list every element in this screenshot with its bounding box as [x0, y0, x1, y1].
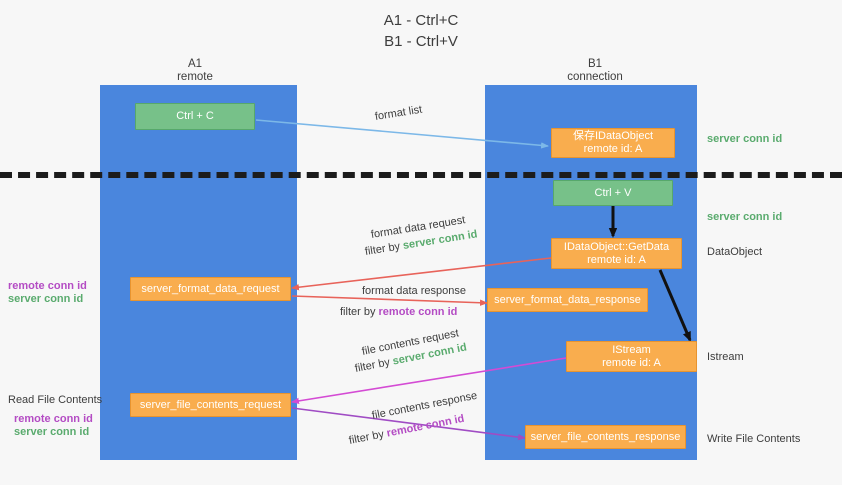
filter-prefix-2: filter by: [340, 306, 379, 318]
node-server-format-data-request[interactable]: server_format_data_request: [130, 277, 291, 301]
column-header-b1: B1 connection: [567, 58, 623, 83]
page-title: A1 - Ctrl+C B1 - Ctrl+V: [383, 12, 459, 50]
node-server-file-contents-response[interactable]: server_file_contents_response: [525, 425, 686, 449]
node-server-format-data-response[interactable]: server_format_data_response: [487, 288, 648, 312]
column-header-a1: A1 remote: [177, 58, 213, 83]
edge-label-format-list: format list: [374, 103, 424, 123]
node-ctrl-c[interactable]: Ctrl + C: [135, 103, 255, 130]
edge-label-format-data-response: format data response: [362, 285, 466, 297]
node-idataobject-getdata[interactable]: IDataObject::GetData remote id: A: [551, 238, 682, 269]
right-label-server-conn-id-2: server conn id: [707, 211, 783, 223]
node-ctrl-v[interactable]: Ctrl + V: [553, 180, 673, 206]
edge-label-format-data-response-filter: filter by remote conn id: [340, 305, 457, 319]
node-istream[interactable]: IStream remote id: A: [566, 341, 697, 372]
node-server-file-contents-request[interactable]: server_file_contents_request: [130, 393, 291, 417]
right-label-write-file-contents: Write File Contents: [707, 433, 801, 445]
right-label-istream: Istream: [707, 351, 744, 363]
filter-prefix-1: filter by: [364, 240, 404, 258]
left-label-read-file-contents: Read File Contents: [8, 394, 103, 406]
filter-prefix-3: filter by: [353, 355, 394, 375]
left-label-server-conn-id-2: server conn id: [14, 426, 90, 438]
left-label-server-conn-id-1: server conn id: [8, 293, 84, 305]
left-label-remote-conn-id-1: remote conn id: [8, 280, 87, 292]
phase-divider: [0, 172, 842, 178]
left-label-remote-conn-id-2: remote conn id: [14, 413, 93, 425]
filter-prefix-4: filter by: [347, 427, 388, 447]
edge-label-file-contents-response-filter: filter by remote conn id: [348, 412, 466, 448]
right-label-dataobject: DataObject: [707, 246, 763, 258]
node-save-idataobject[interactable]: 保存IDataObject remote id: A: [551, 128, 675, 158]
filter-value-remote-conn-id-1: remote conn id: [378, 306, 458, 318]
right-label-server-conn-id-1: server conn id: [707, 133, 783, 145]
